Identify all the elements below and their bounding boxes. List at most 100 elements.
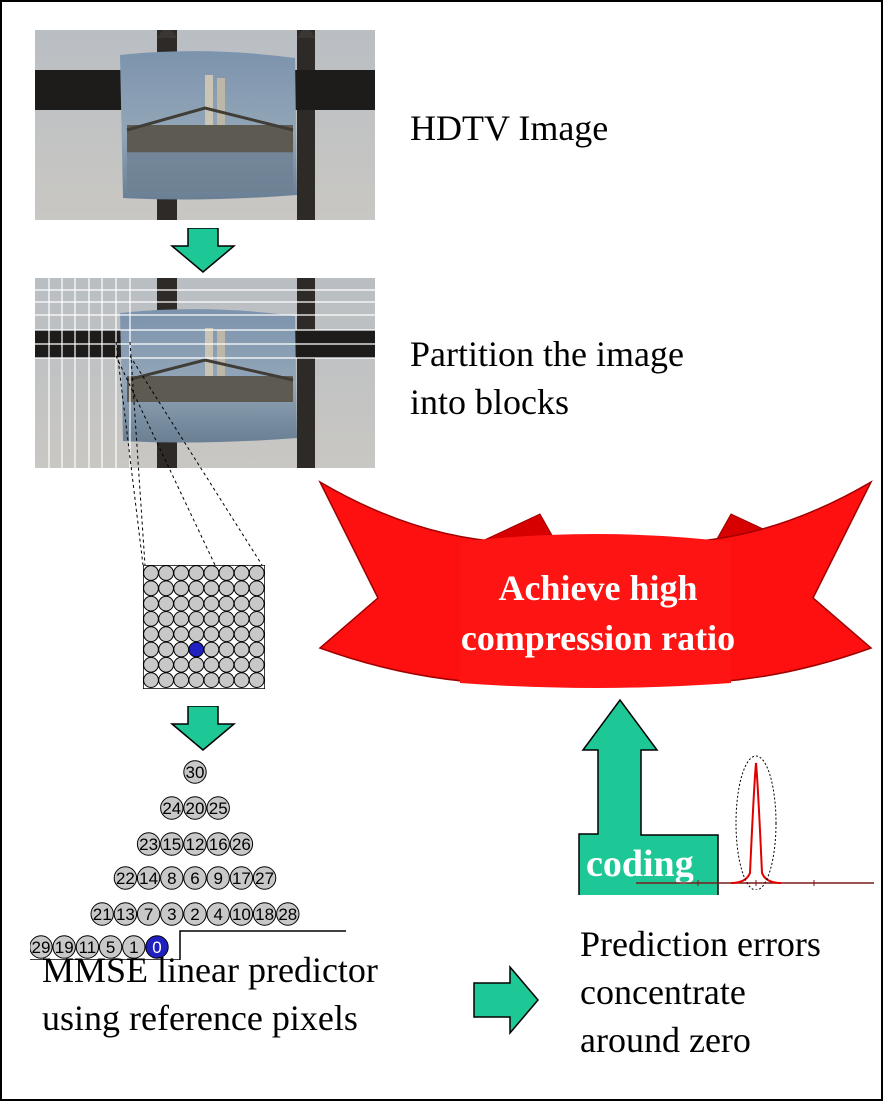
block-pixel bbox=[203, 565, 220, 581]
partitioned-photo bbox=[35, 278, 375, 468]
pixel-block bbox=[143, 565, 265, 689]
block-pixel bbox=[233, 626, 250, 643]
pixel-index: 15 bbox=[162, 835, 181, 854]
block-pixel bbox=[188, 672, 205, 688]
block-pixel bbox=[218, 611, 235, 627]
pixel-index: 21 bbox=[93, 905, 112, 924]
hdtv-photo bbox=[35, 30, 375, 220]
block-pixel bbox=[143, 611, 159, 627]
pixel-index: 17 bbox=[232, 869, 251, 888]
reference-pixel bbox=[160, 902, 184, 926]
block-pixel bbox=[173, 580, 190, 597]
reference-pixel bbox=[113, 902, 138, 926]
block-pixel bbox=[173, 672, 190, 688]
block-pixel bbox=[233, 641, 250, 658]
block-pixel bbox=[158, 580, 175, 597]
reference-pixel bbox=[183, 796, 207, 820]
block-pixel bbox=[203, 641, 220, 658]
banner-line2: compression ratio bbox=[460, 618, 736, 658]
causal-boundary bbox=[30, 930, 346, 960]
block-pixel bbox=[173, 626, 190, 643]
pixel-index: 30 bbox=[186, 763, 205, 782]
block-pixel bbox=[248, 672, 265, 688]
reference-pixel bbox=[206, 796, 230, 820]
coding-arrow bbox=[578, 698, 719, 895]
block-pixel bbox=[203, 595, 220, 612]
reference-pixel bbox=[229, 902, 254, 926]
block-pixel bbox=[203, 611, 220, 627]
pixel-index: 26 bbox=[232, 835, 251, 854]
reference-pixel bbox=[52, 935, 76, 959]
target-pixel bbox=[145, 935, 169, 959]
pixel-index: 12 bbox=[186, 835, 205, 854]
block-pixel bbox=[173, 565, 190, 581]
pixel-index: 8 bbox=[167, 869, 176, 888]
coding-label: coding bbox=[586, 843, 694, 885]
pixel-index: 7 bbox=[144, 905, 153, 924]
block-pixel bbox=[143, 641, 159, 658]
reference-pixel bbox=[183, 866, 207, 890]
pixel-index: 10 bbox=[232, 905, 251, 924]
reference-pixel bbox=[183, 760, 207, 784]
reference-pixel bbox=[252, 866, 277, 890]
block-pixel bbox=[248, 611, 265, 627]
reference-pixel bbox=[160, 796, 184, 820]
block-pixel bbox=[203, 656, 220, 673]
pixel-index: 0 bbox=[152, 938, 161, 957]
block-pixel bbox=[218, 672, 235, 688]
block-pixel bbox=[233, 580, 250, 597]
block-pixel bbox=[143, 580, 159, 597]
block-pixel bbox=[218, 626, 235, 643]
block-pixel bbox=[248, 656, 265, 673]
block-pixel bbox=[218, 580, 235, 597]
block-pixel bbox=[173, 595, 190, 612]
block-pixel bbox=[248, 595, 265, 612]
block-pixel bbox=[203, 626, 220, 643]
block-pixel bbox=[158, 626, 175, 643]
reference-pixel bbox=[113, 866, 138, 890]
block-pixel bbox=[188, 611, 205, 627]
errors-label-line1: Prediction errors bbox=[580, 924, 821, 964]
pixel-index: 22 bbox=[116, 869, 135, 888]
block-pixel bbox=[218, 595, 235, 612]
error-distribution bbox=[636, 755, 874, 890]
partition-label-line2: into blocks bbox=[410, 382, 569, 422]
reference-pixel bbox=[252, 902, 277, 926]
pixel-index: 3 bbox=[167, 905, 176, 924]
reference-pixel bbox=[276, 902, 300, 926]
pixel-index: 4 bbox=[213, 905, 222, 924]
pixel-index: 20 bbox=[186, 799, 205, 818]
block-pixel bbox=[158, 595, 175, 612]
block-pixel bbox=[143, 672, 159, 688]
block-pixel bbox=[143, 626, 159, 643]
reference-pixel bbox=[90, 902, 114, 926]
block-pixel bbox=[173, 656, 190, 673]
block-pixel bbox=[218, 565, 235, 581]
reference-pixel bbox=[160, 866, 184, 890]
right-arrow bbox=[473, 965, 539, 1035]
block-pixel bbox=[158, 641, 175, 658]
pixel-index: 1 bbox=[129, 938, 138, 957]
pixel-index: 11 bbox=[79, 938, 97, 957]
pixel-index: 24 bbox=[162, 799, 181, 818]
block-pixel bbox=[233, 565, 250, 581]
block-pixel bbox=[248, 580, 265, 597]
down-arrow-1 bbox=[169, 228, 237, 273]
pixel-index: 6 bbox=[190, 869, 199, 888]
block-pixel bbox=[173, 641, 190, 658]
block-pixel bbox=[233, 595, 250, 612]
partition-label-line1: Partition the image bbox=[410, 334, 684, 374]
block-pixel bbox=[218, 641, 235, 658]
pixel-index: 9 bbox=[213, 869, 222, 888]
compression-banner bbox=[318, 480, 873, 688]
block-pixel bbox=[158, 611, 175, 627]
block-pixel bbox=[203, 672, 220, 688]
pixel-index: 27 bbox=[255, 869, 274, 888]
block-pixel bbox=[248, 641, 265, 658]
pixel-index: 2 bbox=[190, 905, 199, 924]
reference-pixel bbox=[98, 935, 123, 959]
reference-pixel bbox=[183, 902, 207, 926]
block-pixel bbox=[233, 656, 250, 673]
block-pixel bbox=[158, 672, 175, 688]
